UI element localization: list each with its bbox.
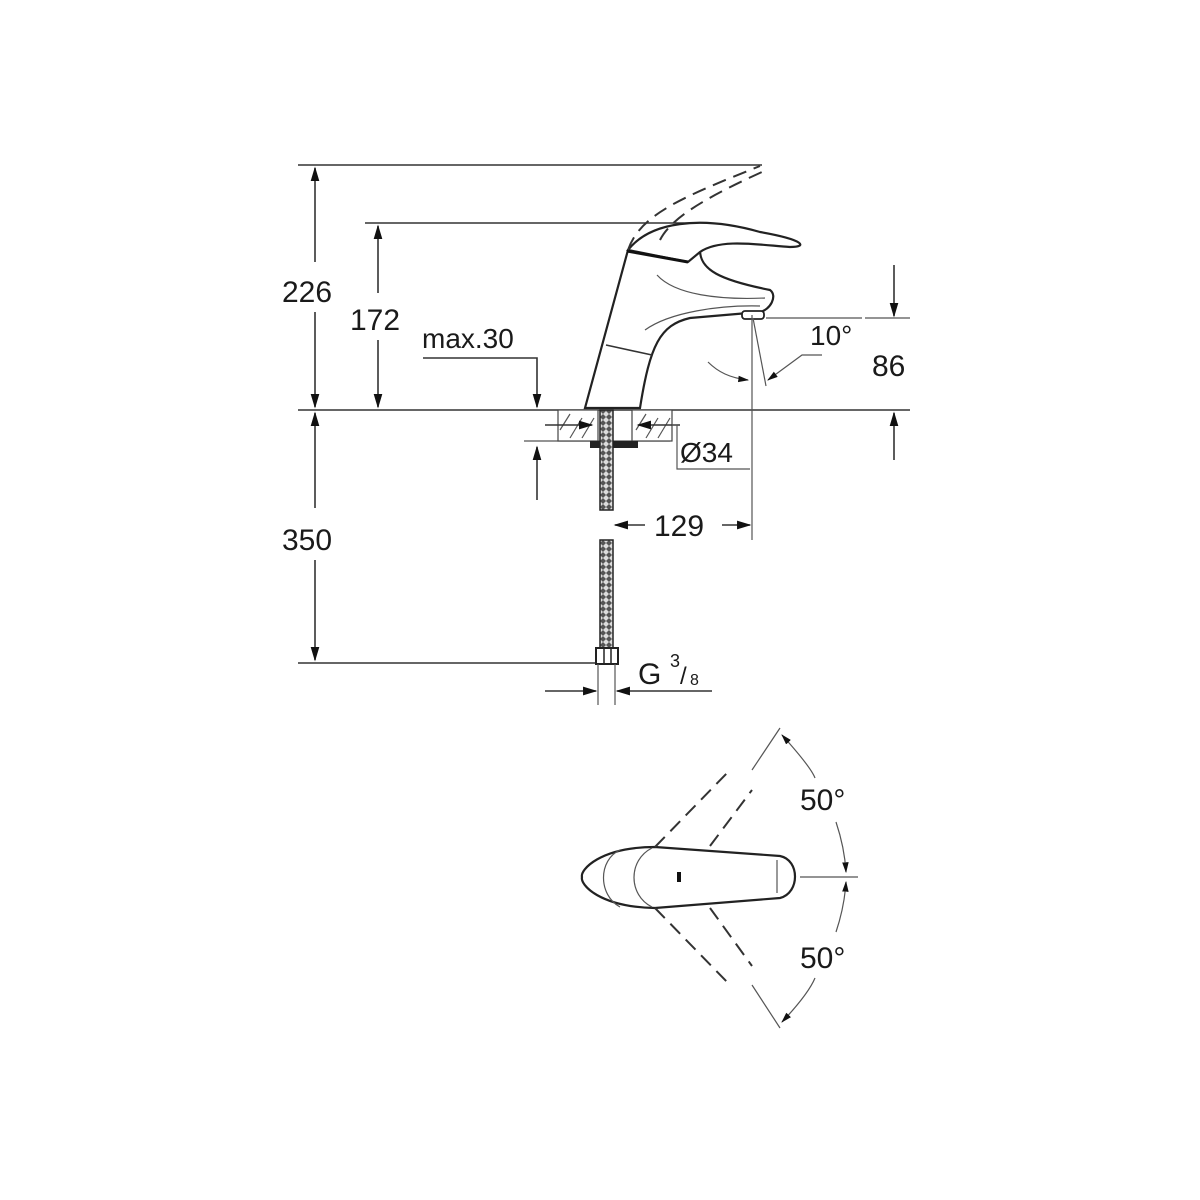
rotation-label-top: 50° (800, 784, 845, 817)
dimension-172: 172 (350, 224, 400, 409)
thread-label-denominator: 8 (690, 672, 699, 689)
sink-deck-section (545, 409, 680, 448)
dimension-thread: G 3 / 8 (545, 651, 712, 696)
dim-label-max30: max.30 (422, 323, 514, 354)
top-view: 50° 50° (580, 727, 858, 1029)
dimension-86: 86 (865, 265, 910, 460)
dim-label-86: 86 (872, 350, 905, 383)
thread-label-numerator: 3 (670, 651, 680, 671)
dim-label-129: 129 (654, 510, 704, 543)
thread-slash: / (680, 663, 687, 690)
side-view: 226 172 max.30 (282, 164, 910, 705)
dimension-350: 350 (282, 411, 332, 662)
dimension-129: 129 (613, 315, 753, 543)
rotated-lever-positions (654, 727, 781, 1029)
rotation-label-bottom: 50° (800, 942, 845, 975)
dimension-mounting-hole: Ø34 (672, 424, 750, 470)
dim-label-226: 226 (282, 276, 332, 309)
thread-label-g: G (638, 658, 661, 691)
faucet-body (583, 165, 802, 410)
dimension-spray-angle: 10° (707, 317, 862, 387)
dim-label-diameter-34: Ø34 (680, 437, 733, 468)
supply-hose (595, 409, 619, 705)
dimension-226: 226 (282, 166, 332, 409)
dim-label-172: 172 (350, 304, 400, 337)
dim-label-350: 350 (282, 524, 332, 557)
dim-label-10-degree: 10° (810, 320, 852, 351)
